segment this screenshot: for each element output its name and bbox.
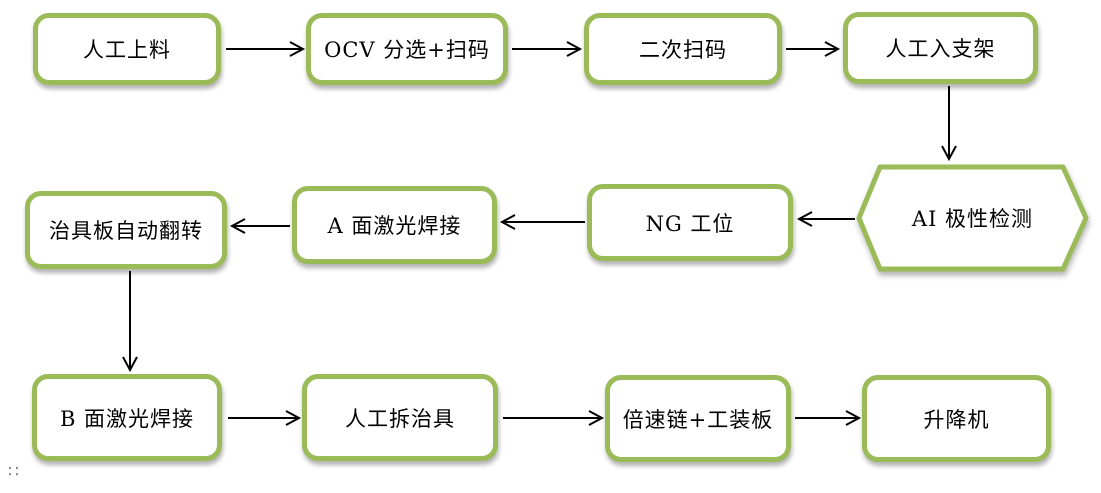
node-b-side-laser-welding[interactable]: B 面激光焊接 [32,374,222,461]
arrow-bside-to-removal [228,410,302,426]
node-ng-station[interactable]: NG 工位 [587,184,793,261]
hexagon-shape [856,164,1089,272]
node-fixture-plate-auto-flip[interactable]: 治具板自动翻转 [25,191,227,269]
node-label: 升降机 [923,407,990,432]
node-label: 治具板自动翻转 [49,219,203,243]
node-label: B 面激光焊接 [59,406,195,431]
node-label: 人工上料 [83,38,171,62]
node-speed-chain-pallet[interactable]: 倍速链+工装板 [605,375,791,462]
node-secondary-scanning[interactable]: 二次扫码 [584,13,782,85]
node-label: 二次扫码 [639,38,727,62]
arrow-removal-to-chain [503,410,605,426]
arrow-flip-to-bside [122,271,138,373]
arrow-bracket-to-ai [941,86,957,162]
arrow-aside-to-flip [229,218,290,234]
node-label: AI 极性检测 [911,207,1034,231]
object-anchor-icon: ∷ [8,462,19,482]
arrow-ocv-to-secondary [512,41,583,57]
arrow-secondary-to-bracket [786,41,841,57]
arrow-loading-to-ocv [226,41,306,57]
node-ocv-sorting-scanning[interactable]: OCV 分选+扫码 [306,13,508,85]
node-label: 人工拆治具 [345,406,455,431]
node-label: A 面激光焊接 [327,214,462,238]
arrow-chain-to-lifter [795,410,862,426]
node-label: 倍速链+工装板 [622,407,774,432]
node-manual-fixture-removal[interactable]: 人工拆治具 [302,374,498,461]
node-a-side-laser-welding[interactable]: A 面激光焊接 [292,186,497,264]
node-manual-loading[interactable]: 人工上料 [33,13,221,85]
arrow-ai-to-ng [796,211,855,227]
node-label: NG 工位 [645,211,735,236]
node-manual-into-bracket[interactable]: 人工入支架 [843,12,1038,84]
node-label: 人工入支架 [885,37,996,61]
node-label: OCV 分选+扫码 [324,38,490,62]
node-lifter[interactable]: 升降机 [862,375,1051,462]
arrow-ng-to-aside [499,214,585,230]
node-ai-polarity-inspection[interactable]: AI 极性检测 [856,163,1089,273]
